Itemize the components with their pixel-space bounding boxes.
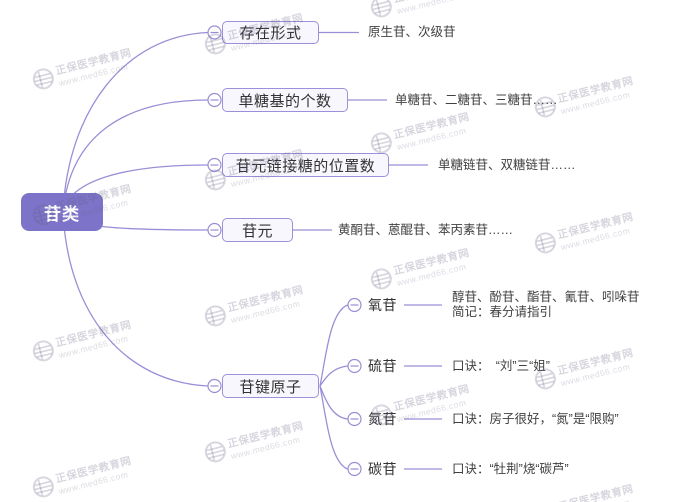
root-node[interactable]: 苷类 bbox=[21, 193, 103, 231]
collapse-button-5[interactable] bbox=[207, 378, 222, 394]
leaf-nitrogen[interactable]: 口诀：房子很好，“氮”是“限购” bbox=[452, 411, 619, 426]
node-existence-form[interactable]: 存在形式 bbox=[222, 21, 319, 44]
collapse-button-3[interactable] bbox=[207, 157, 222, 173]
leaf-sulfur[interactable]: 口诀： “刘”三“姐” bbox=[452, 358, 550, 373]
branch-curve-2 bbox=[62, 99, 209, 213]
node-aglycone[interactable]: 苷元 bbox=[222, 218, 293, 242]
subnode-oxygen[interactable]: 氧苷 bbox=[368, 297, 397, 313]
node-label: 苷键原子 bbox=[239, 378, 302, 396]
sub-curve-4 bbox=[319, 385, 348, 470]
collapse-button-2[interactable] bbox=[207, 92, 222, 108]
leaf-existence-form[interactable]: 原生苷、次级苷 bbox=[368, 25, 456, 39]
node-label: 苷元链接糖的位置数 bbox=[235, 157, 376, 175]
collapse-button-1[interactable] bbox=[207, 25, 222, 40]
collapse-button-sub-1[interactable] bbox=[347, 297, 362, 313]
leaf-line: 醇苷、酚苷、酯苷、氰苷、吲哚苷 bbox=[452, 290, 640, 304]
node-label: 存在形式 bbox=[239, 25, 302, 42]
leaf-carbon[interactable]: 口诀：“牡荆”烧“碳芦” bbox=[452, 461, 569, 476]
leaf-aglycone[interactable]: 黄酮苷、蒽醌苷、苯丙素苷…… bbox=[338, 222, 514, 237]
collapse-button-sub-3[interactable] bbox=[347, 411, 362, 427]
collapse-button-sub-4[interactable] bbox=[347, 461, 362, 477]
node-glycosidic-atom[interactable]: 苷键原子 bbox=[222, 374, 319, 398]
node-label: 苷元 bbox=[241, 222, 273, 240]
branch-curve-1 bbox=[62, 31, 209, 213]
node-link-positions[interactable]: 苷元链接糖的位置数 bbox=[222, 153, 389, 177]
node-sugar-count[interactable]: 单糖基的个数 bbox=[222, 88, 348, 112]
subnode-carbon[interactable]: 碳苷 bbox=[368, 461, 397, 477]
leaf-line: 简记：春分请指引 bbox=[452, 305, 553, 319]
subnode-sulfur[interactable]: 硫苷 bbox=[368, 358, 397, 374]
subnode-nitrogen[interactable]: 氮苷 bbox=[368, 411, 397, 427]
node-label: 单糖基的个数 bbox=[238, 92, 332, 110]
root-label: 苷类 bbox=[44, 204, 80, 224]
branch-curve-5 bbox=[62, 211, 209, 387]
sub-curve-1 bbox=[319, 304, 348, 387]
sub-curve-2 bbox=[319, 365, 348, 387]
leaf-sugar-count[interactable]: 单糖苷、二糖苷、三糖苷…… bbox=[395, 92, 558, 107]
leaf-oxygen[interactable]: 醇苷、酚苷、酯苷、氰苷、吲哚苷 简记：春分请指引 bbox=[452, 290, 640, 320]
collapse-button-4[interactable] bbox=[207, 222, 222, 238]
leaf-link-positions[interactable]: 单糖链苷、双糖链苷…… bbox=[438, 157, 576, 172]
sub-curve-3 bbox=[319, 385, 348, 420]
collapse-button-sub-2[interactable] bbox=[347, 358, 362, 374]
